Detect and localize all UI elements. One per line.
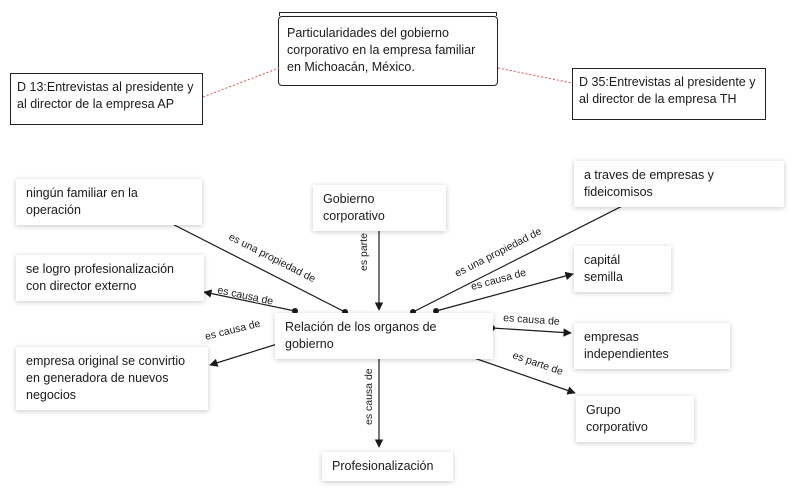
document-left[interactable]: D 13:Entrevistas al presidente y al dire… [10,73,203,125]
document-left-text: D 13:Entrevistas al presidente y al dire… [17,80,194,111]
doc-link-left [202,67,280,98]
node-label: capitál semilla [584,253,623,284]
node-a-traves[interactable]: a traves de empresas y fideicomisos [574,161,784,207]
link-se-logro [203,289,296,312]
node-capital-semilla[interactable]: capitál semilla [574,246,671,292]
node-label: Gobierno corporativo [323,192,385,223]
node-empresas-independientes[interactable]: empresas independientes [574,323,730,369]
relation-label: es causa de [216,284,274,308]
link-empresas-independientes [491,327,572,337]
node-label: se logro profesionalización con director… [26,262,175,293]
node-ningun-familiar[interactable]: ningún familiar en la operación [16,179,202,225]
relation-label: es causa de [503,312,560,328]
relation-label: es causa de [363,368,375,425]
link-capital-semilla [435,271,574,312]
node-empresa-original[interactable]: empresa original se convirtio en generad… [16,347,208,410]
node-label: a traves de empresas y fideicomisos [584,168,714,199]
document-right-text: D 35:Entrevistas al presidente y al dire… [579,75,756,106]
link-a-traves [412,193,647,313]
node-label: ningún familiar en la operación [26,186,138,217]
document-right[interactable]: D 35:Entrevistas al presidente y al dire… [572,68,766,120]
link-empresa-original [209,340,288,367]
node-label: empresas independientes [584,330,669,361]
node-gobierno-corporativo[interactable]: Gobierno corporativo [313,185,446,231]
node-se-logro[interactable]: se logro profesionalización con director… [16,255,204,301]
node-grupo-corporativo[interactable]: Grupo corporativo [576,396,694,442]
node-label: empresa original se convirtio en generad… [26,354,186,402]
topic-box[interactable]: Particularidades del gobierno corporativ… [278,12,498,86]
link-ningun-familiar [140,207,346,313]
node-label: Grupo corporativo [586,403,648,434]
center-label: Relación de los organos de gobierno [285,320,437,351]
node-center[interactable]: Relación de los organos de gobierno [275,313,493,359]
relation-label: es parte de [358,218,370,271]
node-profesionalizacion[interactable]: Profesionalización [322,452,453,481]
topic-text: Particularidades del gobierno corporativ… [287,26,476,74]
doc-link-right [497,67,573,84]
node-label: Profesionalización [332,459,434,473]
relation-label: es causa de [204,318,262,343]
